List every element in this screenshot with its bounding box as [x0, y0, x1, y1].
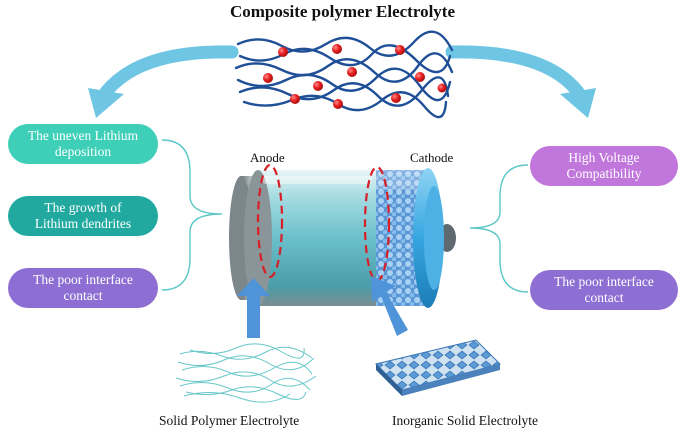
right-bracket — [469, 164, 529, 293]
lithium-ion-icon — [263, 44, 447, 109]
polymer-network-icon — [234, 30, 454, 119]
crystal-lattice-side — [376, 364, 402, 396]
caption-solid-polymer-electrolyte: Solid Polymer Electrolyte — [159, 413, 300, 428]
cathode-interface-ellipse — [363, 165, 391, 283]
issue-lithium-dendrites: The growth of Lithium dendrites — [8, 196, 158, 236]
anode-label: Anode — [250, 150, 285, 165]
right-arrow-head — [560, 88, 596, 118]
anode-interface-ellipse — [256, 163, 284, 279]
battery-cell-icon — [229, 168, 456, 308]
polymer-fibers-icon — [175, 343, 317, 403]
left-curved-arrow — [99, 45, 239, 99]
polymer-up-arrow — [237, 278, 270, 338]
caption-inorganic-solid-electrolyte: Inorganic Solid Electrolyte — [392, 413, 538, 428]
issue-uneven-lithium-deposition: The uneven Lithium deposition — [8, 124, 158, 164]
crystal-lattice-front — [402, 364, 500, 396]
page-title: Composite polymer Electrolyte — [229, 2, 456, 21]
cathode-label: Cathode — [410, 150, 454, 165]
left-bracket — [161, 139, 223, 291]
issue-poor-interface-contact-left: The poor interface contact — [8, 268, 158, 308]
issue-high-voltage-compatibility: High Voltage Compatibility — [530, 146, 678, 186]
left-arrow-head — [88, 88, 124, 118]
issue-poor-interface-contact-right: The poor interface contact — [530, 270, 678, 310]
right-curved-arrow — [445, 45, 585, 99]
inorganic-up-arrow — [371, 276, 408, 336]
